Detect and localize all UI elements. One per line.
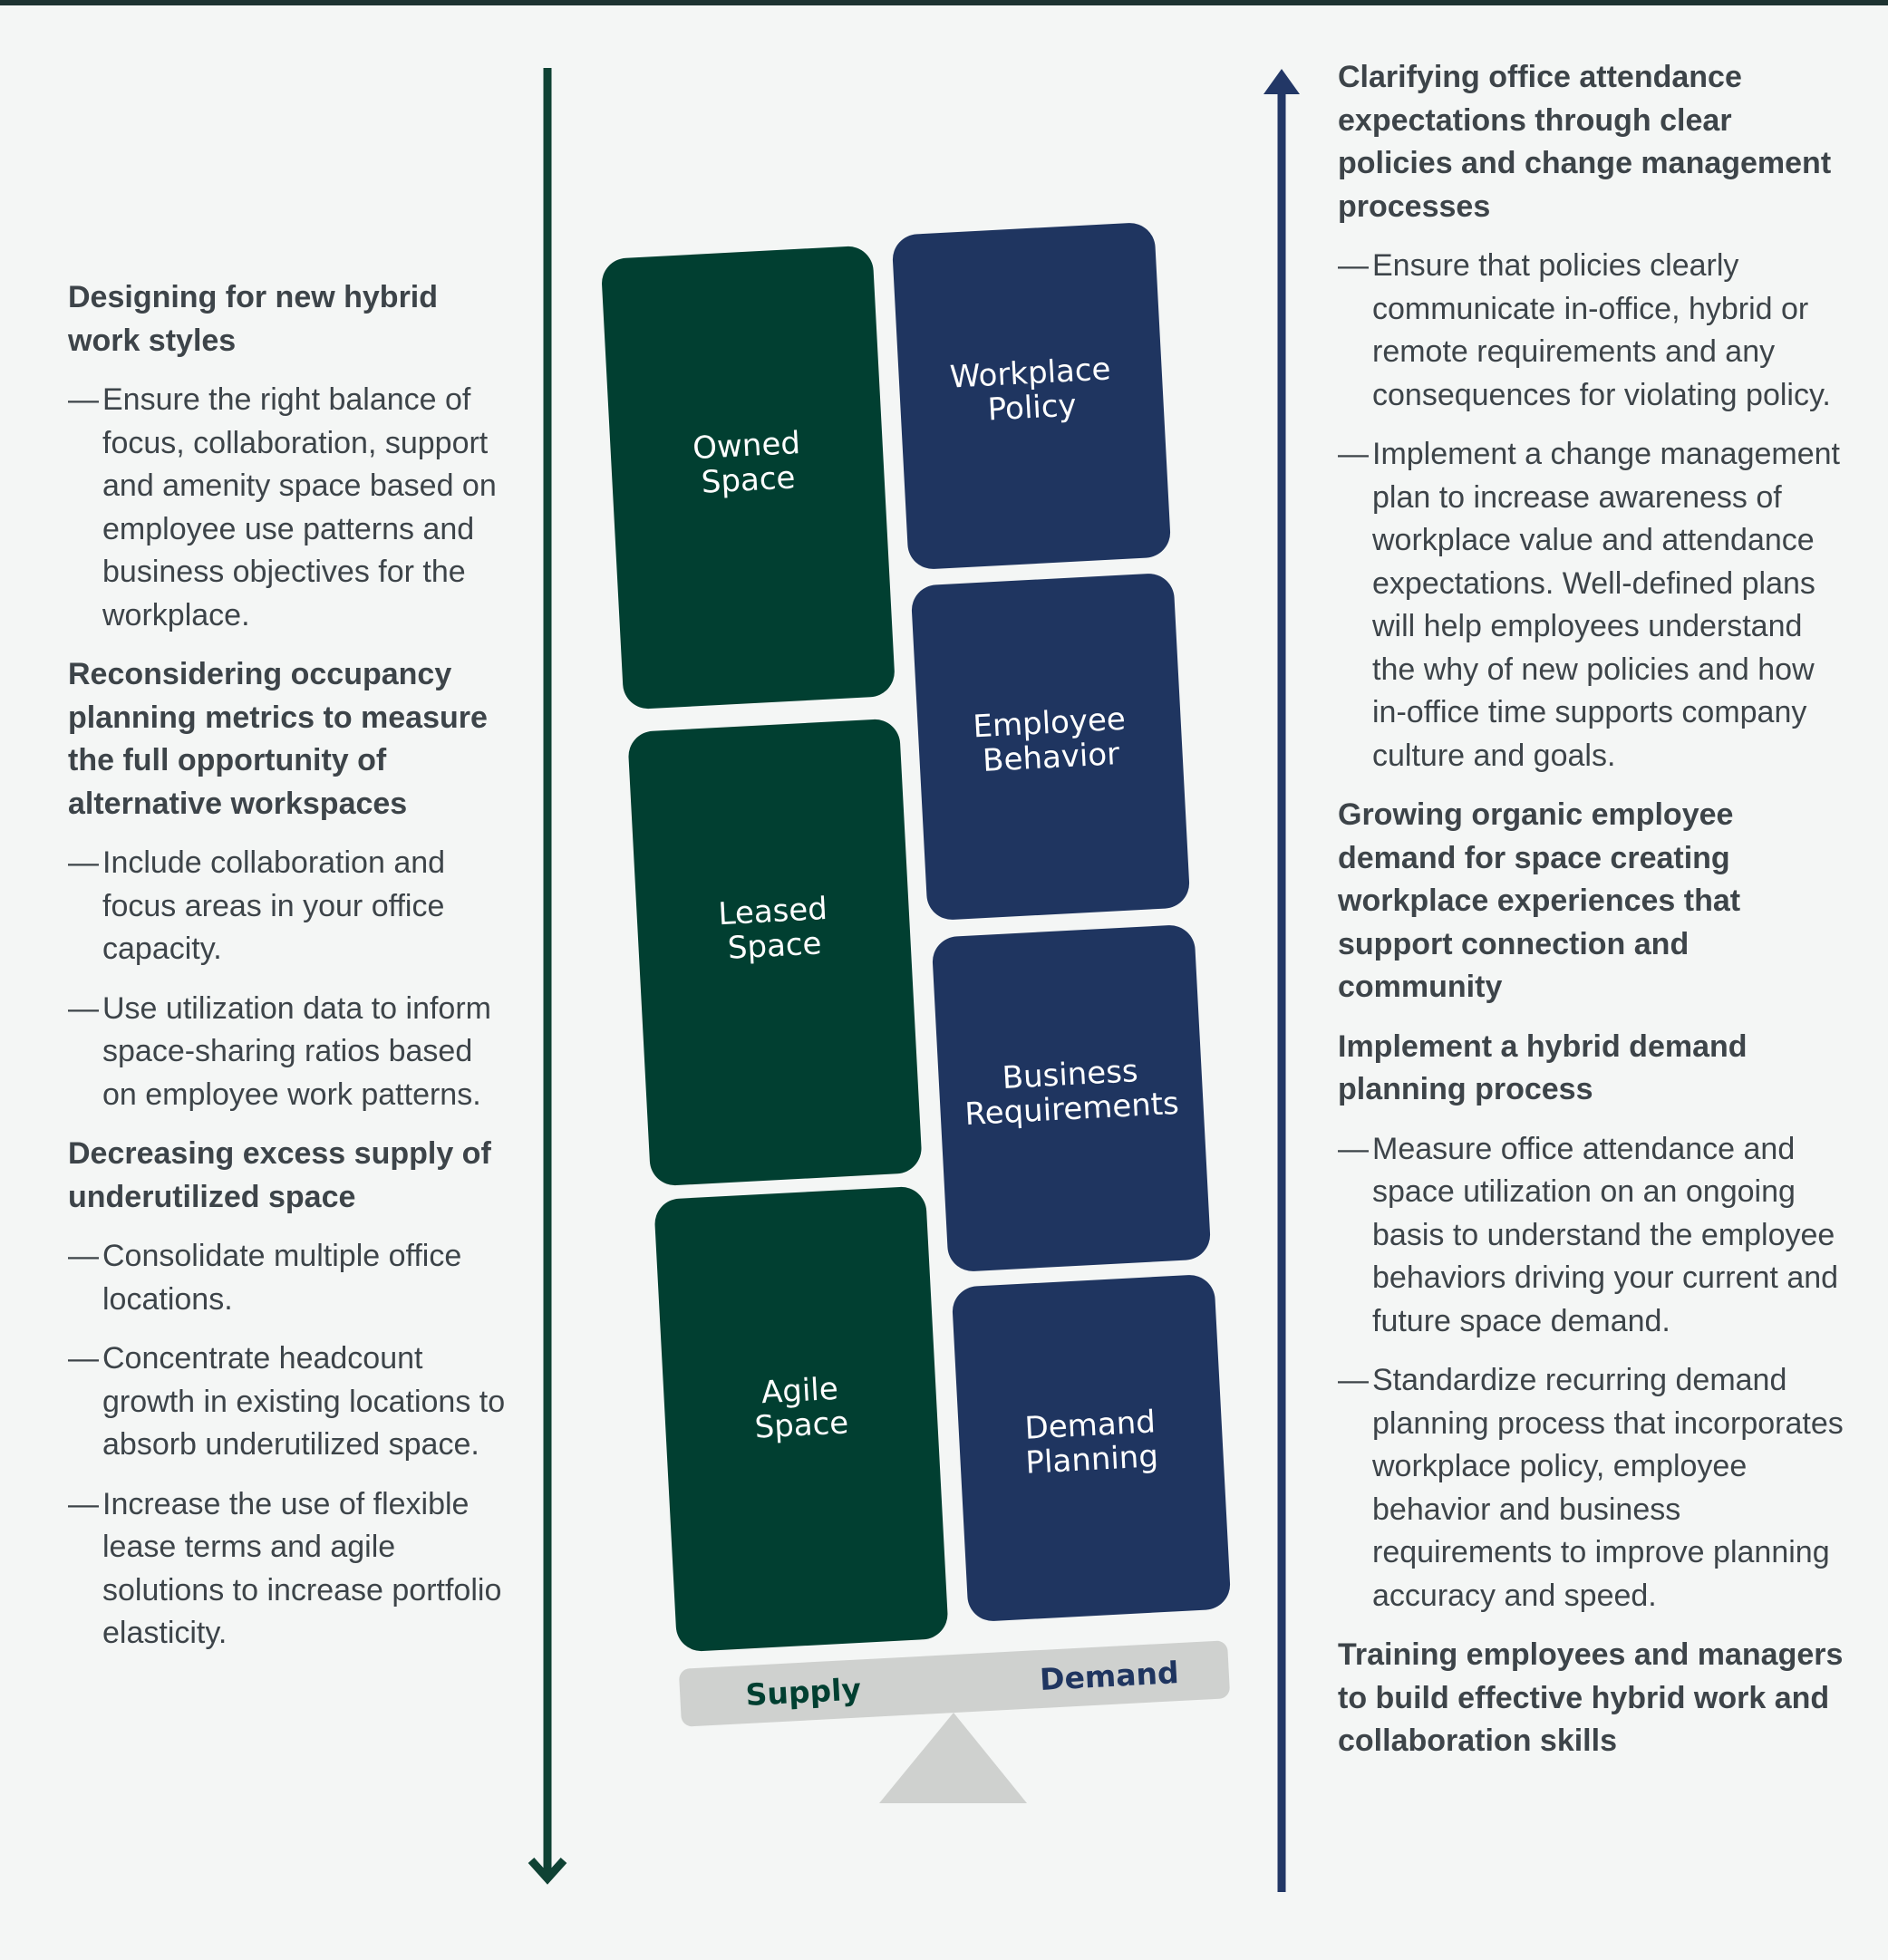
block-label-line1: Employee bbox=[973, 701, 1127, 746]
bullet-text: Measure office attendance and space util… bbox=[1372, 1131, 1839, 1338]
bullet-item: —Increase the use of flexible lease term… bbox=[68, 1483, 512, 1656]
bullet-text: Standardize recurring demand planning pr… bbox=[1372, 1363, 1844, 1613]
arrow-down-icon bbox=[528, 68, 567, 1885]
section-heading: Decreasing excess supply of underutilize… bbox=[68, 1136, 491, 1214]
balance-beam: Supply Demand bbox=[679, 1640, 1230, 1727]
dash: — bbox=[1338, 248, 1369, 283]
triangle-fulcrum-icon bbox=[879, 1713, 1027, 1803]
dash: — bbox=[68, 1239, 99, 1273]
supply-block-owned-space: Owned Space bbox=[602, 246, 895, 710]
bullet-item: —Implement a change management plan to i… bbox=[1338, 433, 1845, 777]
block-label-line2: Space bbox=[754, 1405, 850, 1445]
bullet-item: —Measure office attendance and space uti… bbox=[1338, 1128, 1845, 1344]
bullet-text: Ensure that policies clearly communicate… bbox=[1372, 248, 1831, 412]
bullet-item: —Use utilization data to inform space-sh… bbox=[68, 988, 512, 1117]
dash: — bbox=[1338, 1131, 1369, 1166]
demand-block-business-requirements: Business Requirements bbox=[932, 925, 1211, 1271]
block-label-line1: Leased bbox=[718, 891, 828, 932]
bullet-item: —Standardize recurring demand planning p… bbox=[1338, 1359, 1845, 1617]
section-heading: Training employees and managers to build… bbox=[1338, 1637, 1844, 1758]
block-label-line1: Agile bbox=[760, 1371, 839, 1411]
supply-block-leased-space: Leased Space bbox=[628, 719, 922, 1186]
supply-block-agile-space: Agile Space bbox=[654, 1186, 948, 1652]
arrow-up-icon bbox=[1264, 69, 1300, 1892]
dash: — bbox=[68, 1486, 99, 1521]
bullet-text: Consolidate multiple office locations. bbox=[102, 1239, 462, 1317]
bullet-text: Ensure the right balance of focus, colla… bbox=[102, 382, 497, 632]
section-heading: Designing for new hybrid work styles bbox=[68, 280, 439, 358]
bullet-item: —Consolidate multiple office locations. bbox=[68, 1235, 512, 1321]
bullet-text: Include collaboration and focus areas in… bbox=[102, 845, 446, 966]
block-label-line1: Workplace bbox=[949, 351, 1111, 395]
demand-block-demand-planning: Demand Planning bbox=[952, 1275, 1231, 1621]
section-heading: Growing organic employee demand for spac… bbox=[1338, 797, 1741, 1004]
bullet-item: —Include collaboration and focus areas i… bbox=[68, 842, 512, 971]
bullet-text: Implement a change management plan to in… bbox=[1372, 437, 1840, 773]
top-rule bbox=[0, 0, 1888, 5]
section-heading: Clarifying office attendance expectation… bbox=[1338, 60, 1832, 224]
bullet-item: —Concentrate headcount growth in existin… bbox=[68, 1337, 512, 1467]
block-label-line1: Demand bbox=[1024, 1404, 1157, 1446]
block-label-line2: Policy bbox=[987, 387, 1078, 428]
dash: — bbox=[68, 845, 99, 880]
block-label-line1: Business bbox=[1002, 1053, 1139, 1096]
dash: — bbox=[1338, 1363, 1369, 1397]
block-label-line2: Behavior bbox=[982, 736, 1120, 779]
supply-label: Supply bbox=[745, 1671, 862, 1713]
bullet-item: —Ensure the right balance of focus, coll… bbox=[68, 379, 512, 637]
bullet-item: —Ensure that policies clearly communicat… bbox=[1338, 245, 1845, 417]
bullet-text: Concentrate headcount growth in existing… bbox=[102, 1341, 506, 1462]
dash: — bbox=[68, 382, 99, 417]
block-label-line2: Space bbox=[701, 459, 797, 500]
block-label-line2: Planning bbox=[1024, 1438, 1158, 1482]
demand-strategies-column: Clarifying office attendance expectation… bbox=[1338, 56, 1845, 1780]
bullet-text: Use utilization data to inform space-sha… bbox=[102, 990, 491, 1112]
demand-block-workplace-policy: Workplace Policy bbox=[892, 223, 1171, 569]
bullet-text: Increase the use of flexible lease terms… bbox=[102, 1486, 502, 1651]
demand-label: Demand bbox=[1039, 1655, 1179, 1697]
block-label-line1: Owned bbox=[692, 425, 801, 467]
supply-strategies-column: Designing for new hybrid work styles —En… bbox=[68, 276, 512, 1672]
block-label-line2: Space bbox=[727, 925, 823, 966]
section-heading: Reconsidering occupancy planning metrics… bbox=[68, 657, 488, 821]
dash: — bbox=[68, 990, 99, 1026]
dash: — bbox=[1338, 437, 1369, 471]
demand-block-employee-behavior: Employee Behavior bbox=[911, 574, 1190, 920]
dash: — bbox=[68, 1341, 99, 1376]
section-heading: Implement a hybrid demand planning proce… bbox=[1338, 1028, 1748, 1107]
